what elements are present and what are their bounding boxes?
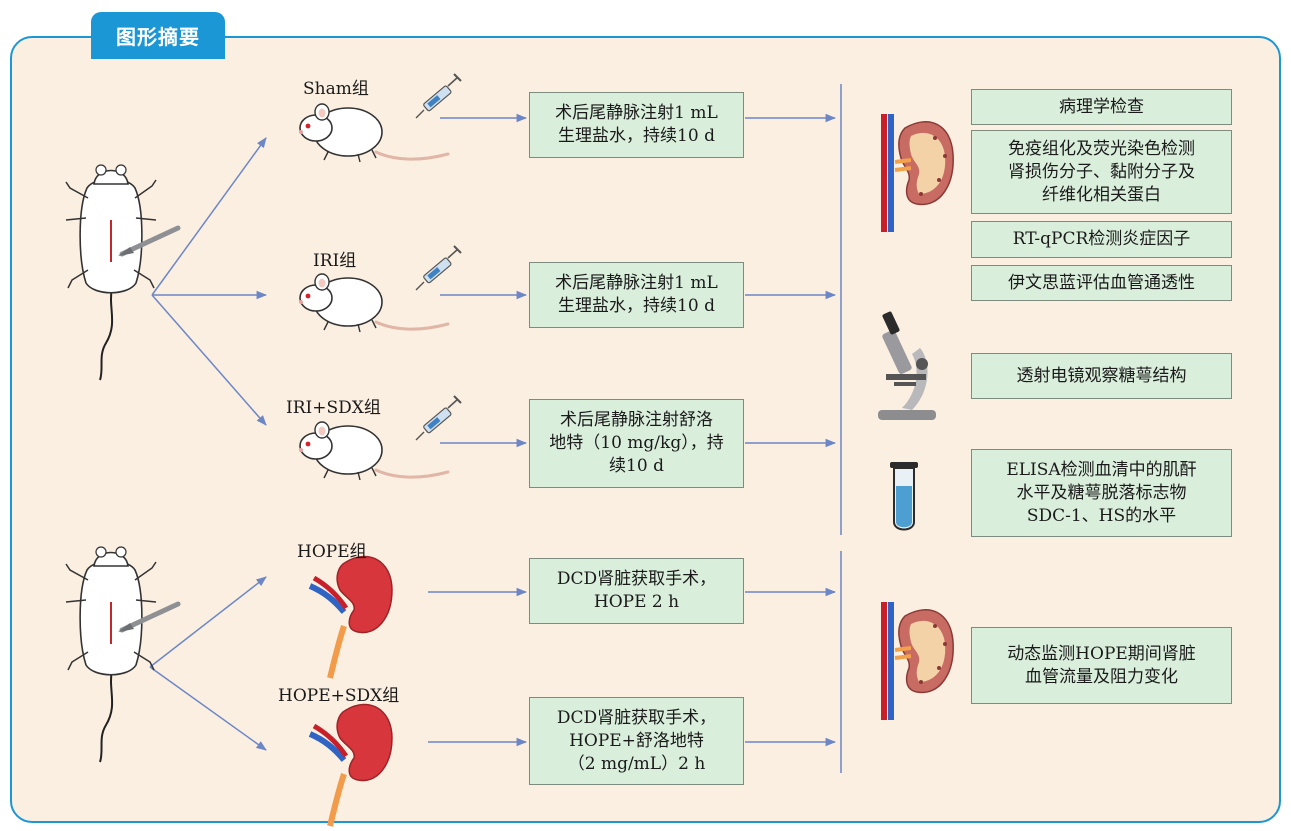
kidney-icon bbox=[310, 557, 392, 678]
kidney-vessel-icon bbox=[881, 114, 953, 232]
treatment-box-hope: DCD肾脏获取手术， HOPE 2 h bbox=[529, 558, 744, 624]
syringe-icon bbox=[416, 396, 461, 440]
test-tube-icon bbox=[890, 462, 918, 530]
treatment-box-iri-sdx: 术后尾静脉注射舒洛 地特（10 mg/kg），持 续10 d bbox=[529, 399, 744, 488]
mouse-icon bbox=[299, 104, 448, 162]
kidney-icon bbox=[310, 705, 392, 826]
group-label-sham: Sham组 bbox=[303, 74, 369, 99]
assay-box-pathology: 病理学检查 bbox=[971, 89, 1232, 125]
kidney-vessel-icon bbox=[881, 602, 953, 720]
group-label-hope: HOPE组 bbox=[297, 537, 367, 562]
group-label-hope-sdx: HOPE+SDX组 bbox=[278, 681, 399, 706]
assay-box-evans-blue: 伊文思蓝评估血管通透性 bbox=[971, 265, 1232, 301]
syringe-icon bbox=[416, 246, 461, 290]
assay-box-hope-monitor: 动态监测HOPE期间肾脏 血管流量及阻力变化 bbox=[971, 627, 1232, 704]
rat-surgery-icon bbox=[66, 165, 156, 380]
treatment-box-iri: 术后尾静脉注射1 mL 生理盐水，持续10 d bbox=[529, 262, 744, 328]
microscope-icon bbox=[878, 311, 936, 420]
treatment-box-sham: 术后尾静脉注射1 mL 生理盐水，持续10 d bbox=[529, 92, 744, 158]
assay-box-ihc: 免疫组化及荧光染色检测 肾损伤分子、黏附分子及 纤维化相关蛋白 bbox=[971, 130, 1232, 214]
treatment-box-hope-sdx: DCD肾脏获取手术， HOPE+舒洛地特 （2 mg/mL）2 h bbox=[529, 697, 744, 785]
assay-box-rt-qpcr: RT-qPCR检测炎症因子 bbox=[971, 221, 1232, 258]
mouse-icon bbox=[299, 274, 448, 332]
group-label-iri-sdx: IRI+SDX组 bbox=[286, 393, 381, 418]
assay-box-tem: 透射电镜观察糖萼结构 bbox=[971, 353, 1232, 399]
syringe-icon bbox=[416, 74, 461, 118]
rat-surgery-icon bbox=[66, 547, 156, 762]
assay-box-elisa: ELISA检测血清中的肌酐 水平及糖萼脱落标志物 SDC-1、HS的水平 bbox=[971, 449, 1232, 537]
group-label-iri: IRI组 bbox=[313, 246, 356, 271]
